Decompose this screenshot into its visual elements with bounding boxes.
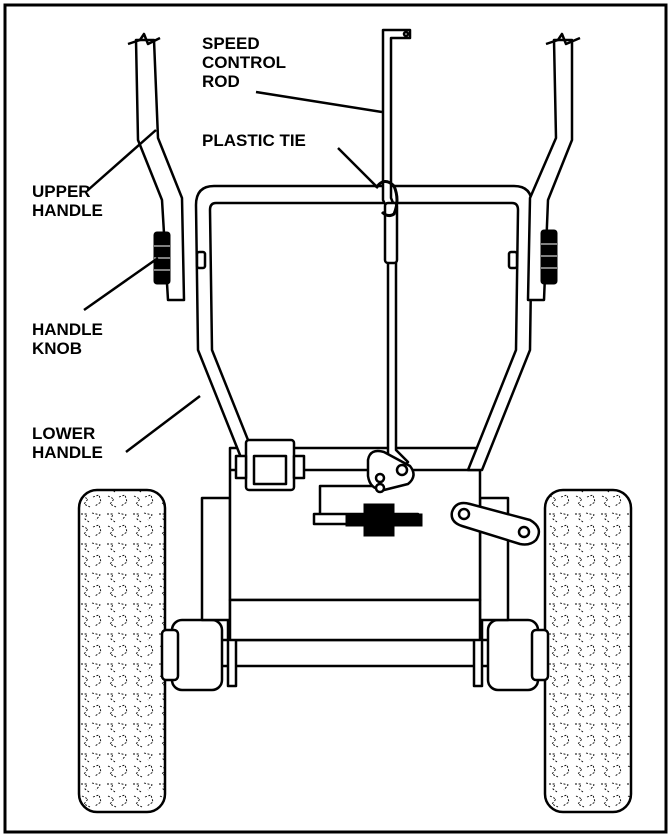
left-hub [170, 618, 224, 692]
lower-handle [194, 184, 534, 472]
hitch-pin-left [234, 454, 248, 480]
hitch-inner [252, 454, 288, 486]
left-shield [200, 496, 232, 622]
label-upper-handle: UPPER HANDLE [32, 182, 103, 220]
hitch-pin-right [292, 454, 306, 480]
lever-hole-1 [374, 472, 386, 484]
shift-bar [345, 513, 423, 527]
lever-pivot [395, 463, 409, 477]
left-break-mark [127, 32, 161, 46]
leader-speed-control-rod [255, 90, 383, 114]
label-plastic-tie: PLASTIC TIE [202, 131, 306, 150]
leader-plastic-tie [337, 147, 379, 189]
lever-hole-2 [374, 482, 386, 494]
right-handle-knob [540, 229, 558, 285]
left-tire [77, 488, 167, 814]
left-upper-handle [134, 38, 186, 302]
plastic-tie-loop [374, 180, 399, 218]
lever-arm-hole-2 [517, 525, 531, 539]
rod-guide-bracket [383, 201, 399, 265]
label-speed-control-rod: SPEED CONTROL ROD [202, 34, 287, 91]
label-lower-handle: LOWER HANDLE [32, 424, 103, 462]
leader-lower-handle [125, 395, 201, 453]
leader-upper-handle [87, 129, 157, 191]
left-handle-clip [195, 250, 207, 270]
axle [208, 638, 502, 668]
right-break-mark [545, 32, 581, 46]
lever-arm-hole-1 [457, 507, 471, 521]
leader-handle-knob [83, 256, 159, 312]
shifter-link [318, 484, 372, 520]
right-hub-inner [530, 628, 550, 682]
right-tire [543, 488, 633, 814]
housing-lower-band [228, 598, 482, 642]
right-lever-arm [450, 501, 541, 546]
left-hub-inner [160, 628, 180, 682]
right-upper-handle [526, 38, 574, 302]
right-handle-clip [507, 250, 519, 270]
label-handle-knob: HANDLE KNOB [32, 320, 103, 358]
right-hub [486, 618, 540, 692]
rod-end-hole [402, 30, 410, 38]
